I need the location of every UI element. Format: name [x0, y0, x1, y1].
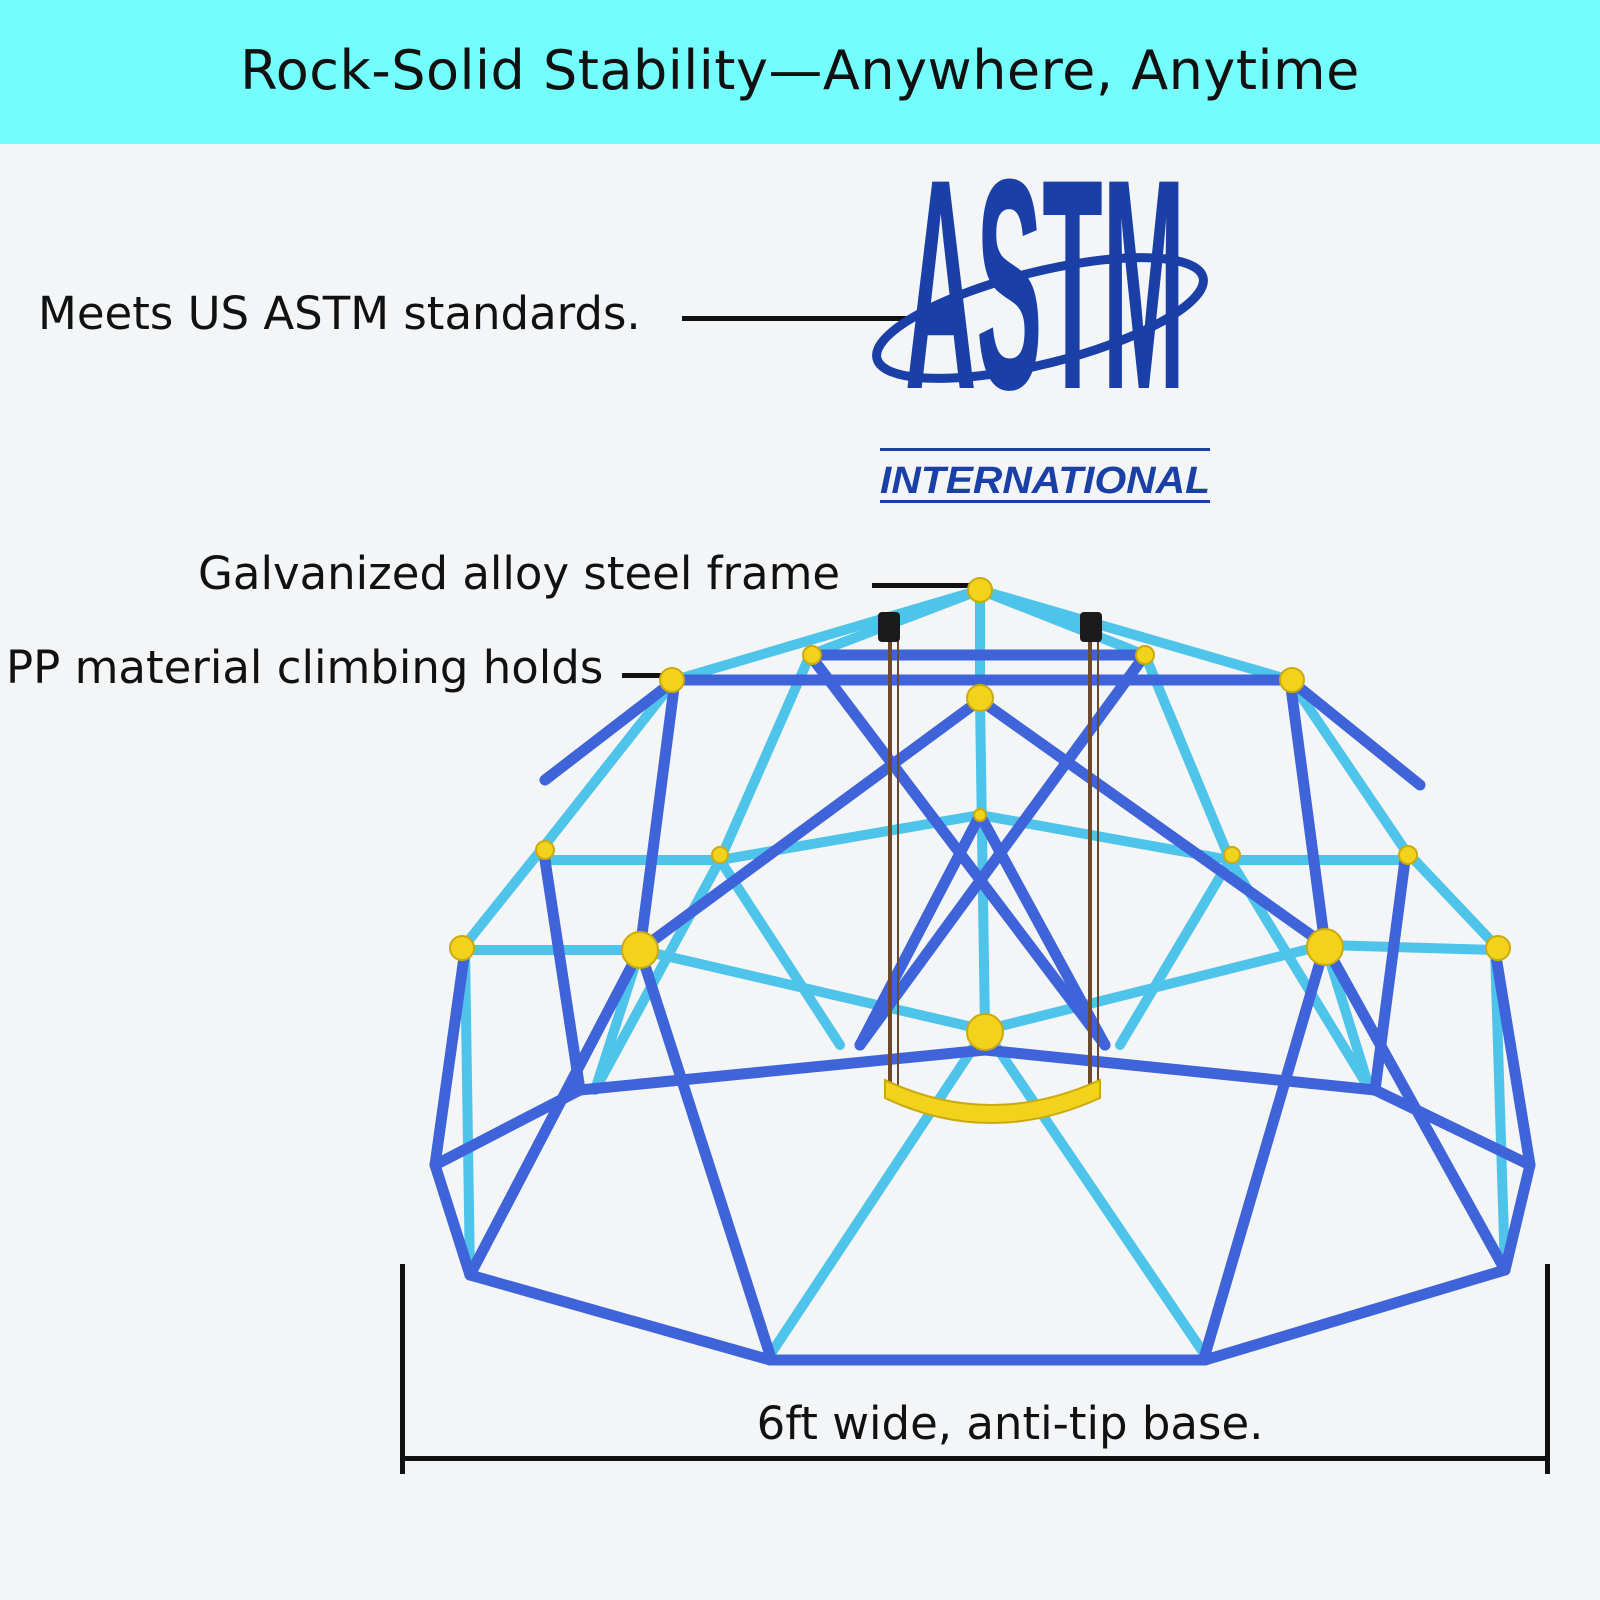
callout-frame-leader	[872, 583, 972, 588]
callout-holds: PP material climbing holds	[6, 641, 604, 694]
dimension-line	[400, 1456, 1550, 1461]
callout-astm-leader	[682, 316, 908, 321]
swing-set	[878, 612, 1102, 1124]
callout-frame: Galvanized alloy steel frame	[198, 547, 841, 600]
callout-holds-leader	[622, 673, 662, 678]
dimension-bracket-left	[400, 1264, 405, 1474]
climbing-holds	[449, 577, 1511, 1051]
astm-logo-ring	[872, 253, 1208, 383]
header-banner: Rock-Solid Stability—Anywhere, Anytime	[0, 0, 1600, 144]
astm-logo-letters: ASTM	[905, 178, 1185, 453]
astm-logo-rule-bottom	[880, 500, 1210, 503]
callout-base: 6ft wide, anti-tip base.	[756, 1397, 1264, 1450]
page-title: Rock-Solid Stability—Anywhere, Anytime	[240, 39, 1360, 102]
swing-seat	[884, 1078, 1101, 1124]
astm-logo-subtitle: INTERNATIONAL	[880, 460, 1210, 502]
dome-frame-dark	[429, 649, 1536, 1366]
astm-logo-rule-top	[880, 448, 1210, 451]
callout-astm: Meets US ASTM standards.	[38, 287, 641, 340]
dimension-bracket-right	[1545, 1264, 1550, 1474]
astm-logo: ASTM INTERNATIONAL	[872, 178, 1210, 503]
